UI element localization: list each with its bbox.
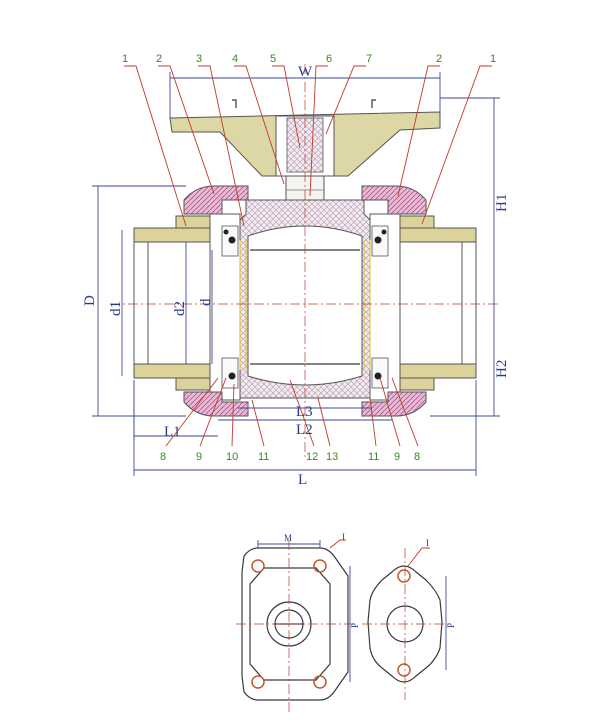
- end-connectors: [209, 213, 401, 401]
- part-number-label: 5: [270, 53, 276, 65]
- part-number-label: 4: [232, 53, 238, 65]
- mounting-flange-oval: [362, 547, 448, 700]
- part-number-label: 3: [196, 53, 202, 65]
- part-number-label: 12: [306, 451, 318, 463]
- dimension-label-h1: H1: [494, 194, 510, 212]
- dimension-label-l3: L3: [296, 404, 313, 420]
- dimension-label-d2: d2: [172, 301, 188, 316]
- part-number-label: 11: [368, 451, 379, 463]
- flange-label-p-left: P: [350, 623, 360, 628]
- right-pipe: [387, 215, 477, 391]
- part-number-label: 13: [326, 451, 338, 463]
- part-number-label: 2: [436, 53, 442, 65]
- dimension-labels: W H1 H2 D d1 d2 d L1 L2 L3 L: [82, 64, 510, 488]
- dimension-label-d-outer: D: [82, 295, 98, 306]
- flange-label-i-left: I: [342, 532, 345, 542]
- mounting-flange-square: [236, 539, 354, 712]
- part-number-label: 7: [366, 53, 372, 65]
- part-numbers-top: 1 2 3 4 5 6 7 2 1: [122, 53, 496, 65]
- part-number-label: 9: [394, 451, 400, 463]
- dimension-label-d-inner: d: [198, 298, 214, 306]
- part-numbers-bottom: 8 9 10 11 12 13 11 9 8: [160, 451, 420, 463]
- dimension-label-l1: L1: [164, 424, 181, 440]
- dimension-label-l2: L2: [296, 422, 313, 438]
- flange-label-p-right: P: [446, 623, 456, 628]
- dimension-label-w: W: [298, 64, 313, 80]
- leader-lines: [124, 65, 492, 447]
- flange-labels: M I P I P: [284, 532, 456, 628]
- dimension-label-l: L: [298, 472, 307, 488]
- dimension-label-h2: H2: [494, 360, 510, 378]
- part-number-label: 6: [326, 53, 332, 65]
- dimension-label-d1: d1: [108, 301, 124, 316]
- center-lines: [110, 64, 500, 460]
- part-number-label: 1: [122, 53, 128, 65]
- part-number-label: 8: [414, 451, 420, 463]
- flange-label-m: M: [284, 533, 292, 543]
- part-number-label: 10: [226, 451, 238, 463]
- part-number-label: 11: [258, 451, 269, 463]
- flange-label-i-right: I: [426, 538, 429, 548]
- union-nuts: [183, 185, 427, 417]
- part-number-label: 2: [156, 53, 162, 65]
- part-number-label: 1: [490, 53, 496, 65]
- part-number-label: 9: [196, 451, 202, 463]
- part-number-label: 8: [160, 451, 166, 463]
